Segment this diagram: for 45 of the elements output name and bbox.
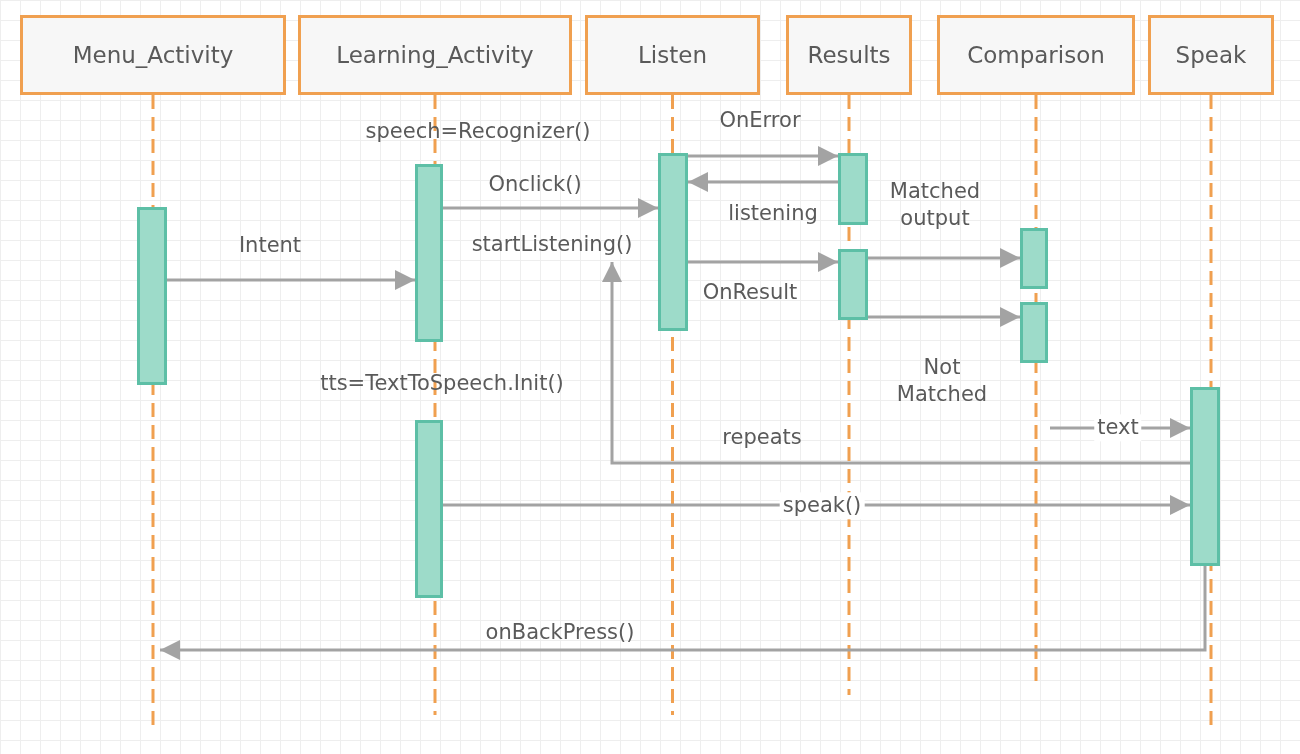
message-label: Intent xyxy=(238,232,302,260)
message-label: speak() xyxy=(779,492,865,520)
message-label: OnResult xyxy=(702,279,798,307)
message-label: onBackPress() xyxy=(485,619,635,647)
lifeline-header xyxy=(298,15,572,95)
message-label: Not Matched xyxy=(895,353,989,408)
message-label: listening xyxy=(728,200,818,228)
message-arrow xyxy=(160,566,1207,660)
activation-bar xyxy=(1020,228,1048,289)
message-arrow xyxy=(868,307,1020,327)
message-arrow xyxy=(167,270,415,290)
message-arrow xyxy=(868,248,1020,268)
participant-name: Results xyxy=(807,42,891,68)
activation-bar xyxy=(658,153,688,331)
method-call-label: startListening() xyxy=(471,232,633,256)
activation-bar xyxy=(838,153,868,225)
message-label: Matched output xyxy=(888,177,982,232)
participant-name: Menu_Activity xyxy=(72,42,234,68)
participant-name: Speak xyxy=(1175,42,1247,68)
activation-bar xyxy=(838,249,868,320)
lifeline-header xyxy=(20,15,286,95)
activation-bar xyxy=(137,207,167,385)
method-call-label: speech=Recognizer() xyxy=(365,118,591,146)
lifeline-header xyxy=(585,15,760,95)
message-label: OnError xyxy=(719,107,801,135)
message-arrow xyxy=(688,172,838,192)
participant-name: Learning_Activity xyxy=(336,42,534,68)
message-arrow xyxy=(688,252,838,272)
message-arrow xyxy=(688,146,838,166)
lifeline-header xyxy=(1148,15,1274,95)
activation-bar xyxy=(415,164,443,342)
method-call-label: tts=TextToSpeech.Init() xyxy=(320,370,564,398)
message-arrow xyxy=(443,495,1190,515)
participant-name: Comparison xyxy=(967,42,1105,68)
lifeline-header xyxy=(937,15,1135,95)
message-label: repeats xyxy=(722,424,802,452)
lifeline-header xyxy=(786,15,912,95)
activation-bar xyxy=(1190,387,1220,566)
message-label: text xyxy=(1094,414,1142,442)
activation-bar xyxy=(1020,302,1048,363)
message-label: Onclick() xyxy=(488,171,582,199)
participant-name: Listen xyxy=(638,42,707,68)
message-arrow xyxy=(602,262,1190,465)
activation-bar xyxy=(415,420,443,598)
message-arrow xyxy=(443,198,658,218)
